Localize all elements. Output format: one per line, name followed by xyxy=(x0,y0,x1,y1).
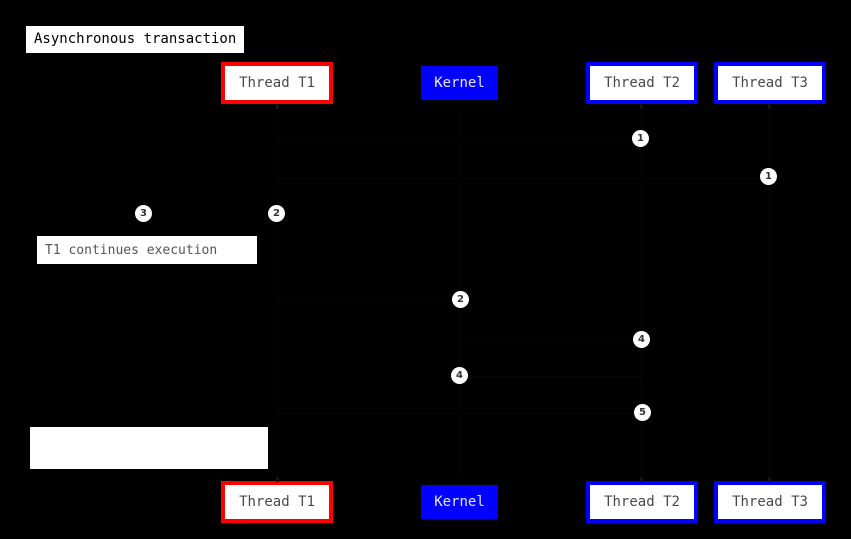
participant-head-thread-t2[interactable]: Thread T2 xyxy=(586,62,698,104)
participant-foot-kernel-label: Kernel xyxy=(434,494,485,510)
step-marker-t2-4: 4 xyxy=(633,331,650,348)
lifeline-stub-t2-bottom xyxy=(640,477,643,482)
step-marker-t2-5: 5 xyxy=(634,404,651,421)
participant-foot-thread-t3[interactable]: Thread T3 xyxy=(714,481,826,523)
message-arrow-5 xyxy=(459,376,641,377)
step-marker-kernel-4: 4 xyxy=(451,367,468,384)
step-marker-t3-1: 1 xyxy=(760,168,777,185)
message-arrow-1 xyxy=(277,140,641,141)
participant-foot-thread-t3-label: Thread T3 xyxy=(732,494,808,510)
step-marker-t2-1: 1 xyxy=(632,130,649,147)
participant-head-thread-t3[interactable]: Thread T3 xyxy=(714,62,826,104)
lifeline-line-t1 xyxy=(277,105,278,477)
lifeline-stub-t1-bottom xyxy=(276,477,279,482)
lifeline-line-t2 xyxy=(641,105,642,477)
message-arrow-4 xyxy=(459,340,641,341)
participant-head-thread-t1[interactable]: Thread T1 xyxy=(221,62,333,104)
participant-head-kernel-label: Kernel xyxy=(434,75,485,91)
participant-head-kernel[interactable]: Kernel xyxy=(421,66,498,100)
step-marker-kernel-2: 2 xyxy=(452,291,469,308)
participant-foot-thread-t2[interactable]: Thread T2 xyxy=(586,481,698,523)
participant-foot-thread-t1[interactable]: Thread T1 xyxy=(221,481,333,523)
participant-head-thread-t2-label: Thread T2 xyxy=(604,75,680,91)
participant-head-thread-t1-label: Thread T1 xyxy=(239,75,315,91)
participant-foot-thread-t2-label: Thread T2 xyxy=(604,494,680,510)
note-t1-continues-execution: T1 continues execution xyxy=(37,236,257,264)
diagram-title: Asynchronous transaction xyxy=(26,26,245,53)
message-arrow-6 xyxy=(277,413,641,414)
note-empty-bottom xyxy=(30,427,268,469)
lifeline-stub-t3 xyxy=(768,104,771,109)
participant-foot-thread-t1-label: Thread T1 xyxy=(239,494,315,510)
lifeline-stub-t3-bottom xyxy=(768,477,771,482)
message-arrow-2 xyxy=(277,178,769,179)
lifeline-stub-t2 xyxy=(640,104,643,109)
lifeline-line-t3 xyxy=(769,105,770,477)
step-marker-left-3: 3 xyxy=(135,205,152,222)
lifeline-stub-t1 xyxy=(276,104,279,109)
message-arrow-3 xyxy=(277,300,459,301)
step-marker-left-2: 2 xyxy=(268,205,285,222)
participant-foot-kernel[interactable]: Kernel xyxy=(421,485,498,519)
participant-head-thread-t3-label: Thread T3 xyxy=(732,75,808,91)
